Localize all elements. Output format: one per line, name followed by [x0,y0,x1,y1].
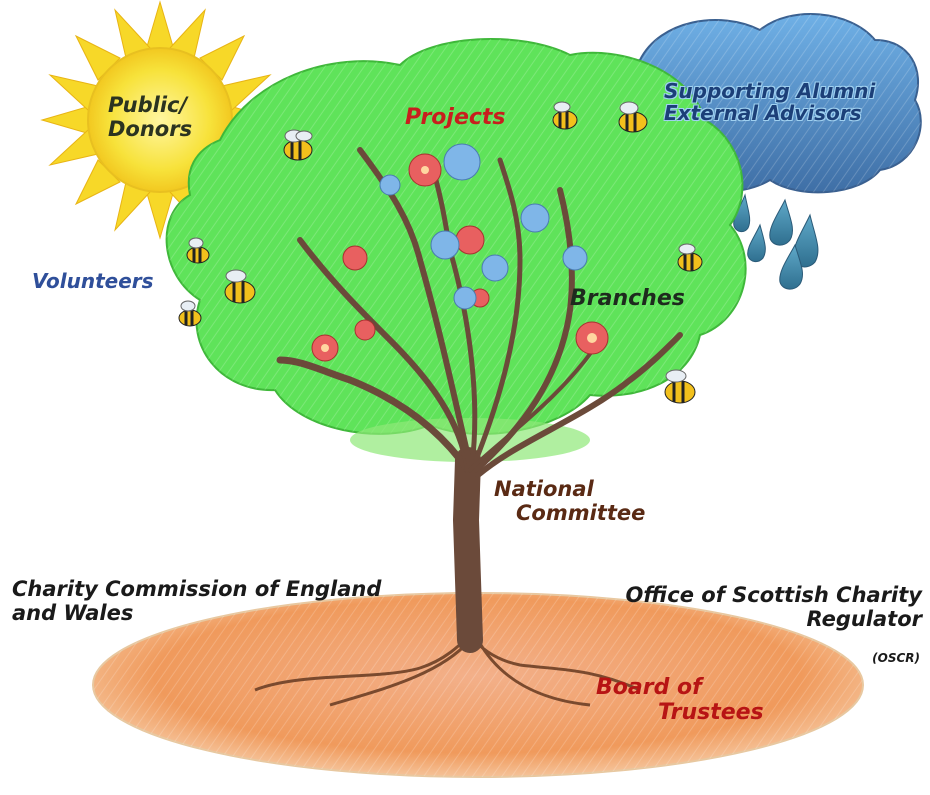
oscr-label: Office of Scottish Charity Regulator [625,583,922,631]
volunteers-label: Volunteers [32,269,154,293]
projects-label: Projects [405,105,506,130]
flowers [311,143,609,362]
branches-label: Branches [570,286,685,311]
charity-commission-label: Charity Commission of England and Wales [12,577,382,625]
oscr-abbreviation: (OSCR) [872,651,920,665]
supporting-alumni-label: Supporting Alumni External Advisors [664,79,876,126]
national-committee-label: National Committee [494,477,646,525]
raindrops [733,193,819,290]
board-of-trustees-label: Board of Trustees [596,675,764,725]
public-donors-label: Public/ Donors [108,93,193,141]
bees [178,101,703,404]
